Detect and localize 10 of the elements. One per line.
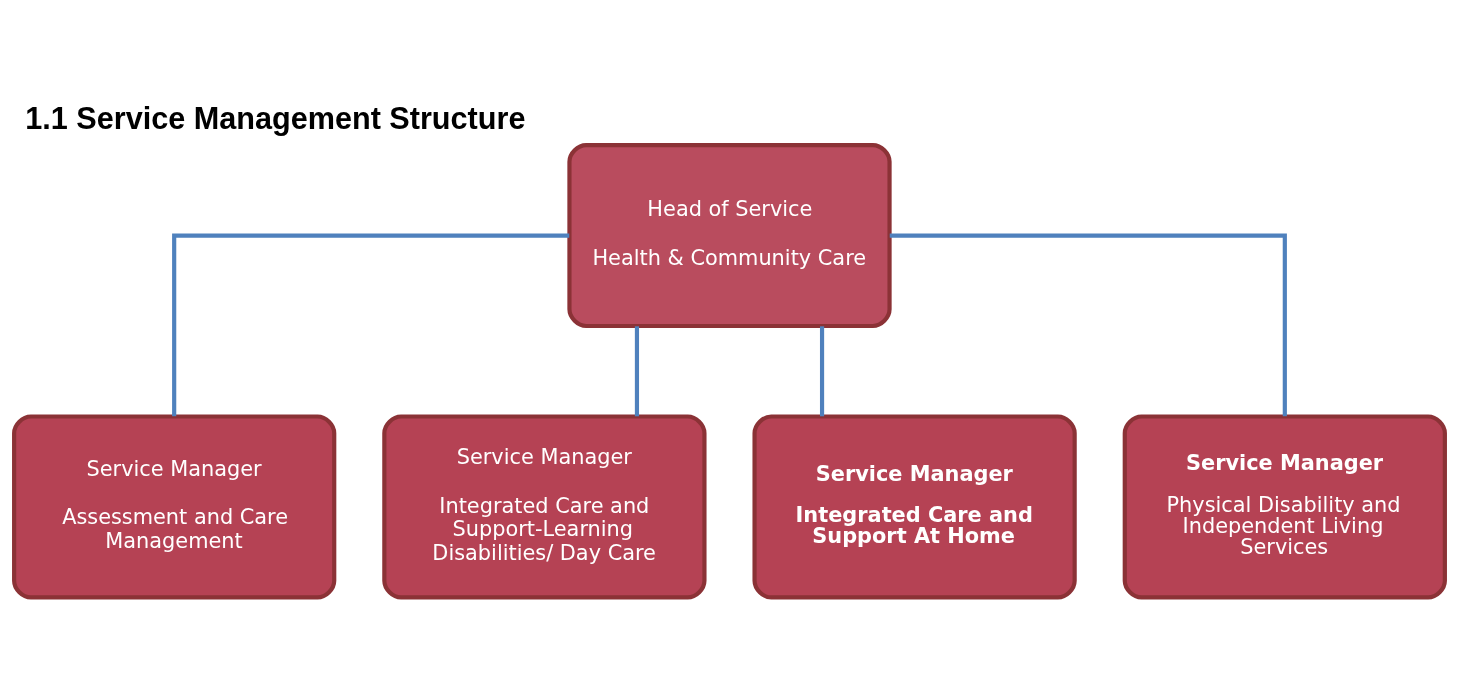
node-box: Service Manager Physical Disability and Independent Living Services [1122, 414, 1447, 600]
node-box: Service Manager Assessment and Care Management [12, 414, 337, 600]
connector [889, 233, 1287, 417]
node-box: Service Manager Integrated Care and Support-Learning Disabilities/ Day Care [382, 414, 707, 600]
node-box: Head of Service Health & Community Care [567, 143, 892, 329]
connector [819, 326, 825, 417]
connector [634, 326, 640, 417]
diagram-title: 1.1 Service Management Structure [25, 101, 526, 136]
node-box: Service Manager Integrated Care and Support At Home [752, 414, 1077, 600]
connector [172, 233, 570, 417]
